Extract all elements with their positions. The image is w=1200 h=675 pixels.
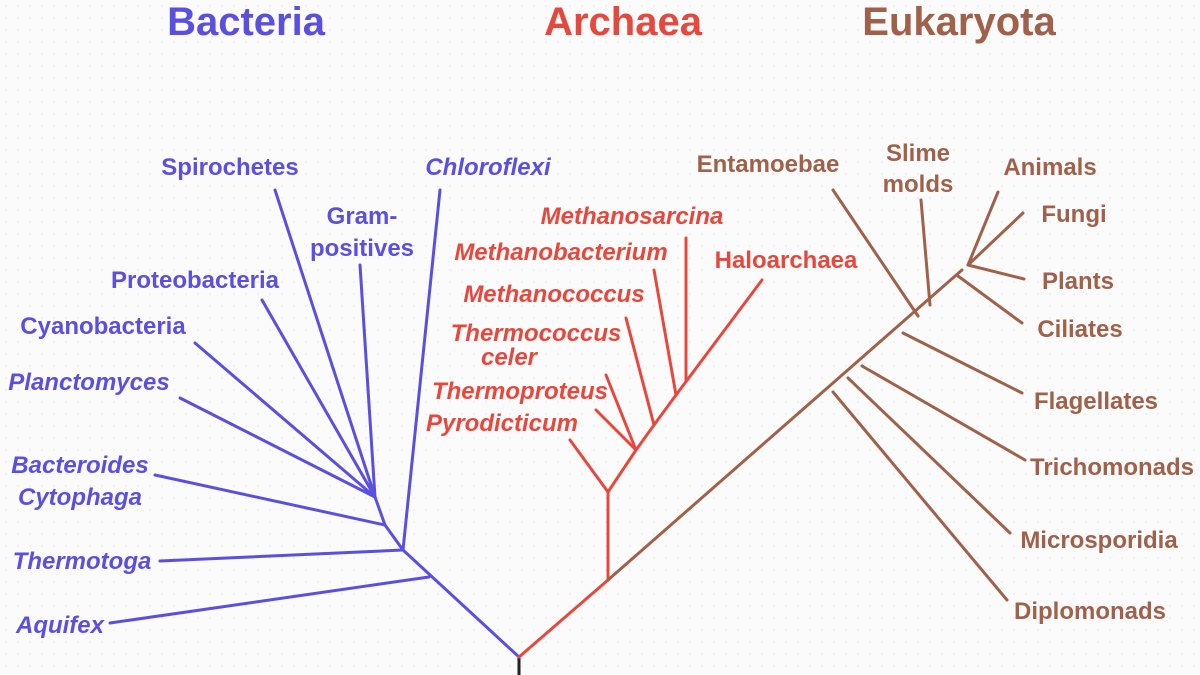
branch-chloroflexi	[401, 188, 442, 552]
eukaryota-branches	[606, 188, 1027, 602]
taxon-slime-molds-line2: molds	[883, 171, 954, 198]
taxon-methanobacterium: Methanobacterium	[454, 239, 667, 266]
branch-gram-positives	[358, 263, 377, 499]
branch-spirochetes	[273, 188, 377, 499]
branch-thermococcus-celer	[604, 373, 638, 452]
branch-bacteroides	[153, 473, 387, 527]
taxon-cyanobacteria: Cyanobacteria	[20, 313, 186, 340]
taxon-slime-molds-line1: Slime	[886, 140, 950, 167]
taxon-flagellates: Flagellates	[1034, 388, 1158, 415]
taxon-thermococcus-celer-line1: Thermococcus	[451, 320, 622, 347]
taxon-haloarchaea: Haloarchaea	[715, 247, 858, 274]
taxon-fungi: Fungi	[1041, 201, 1106, 228]
archaea-labels: Methanosarcina Methanobacterium Methanoc…	[426, 203, 723, 437]
branch-slime-molds	[919, 198, 932, 307]
taxon-gram-positives-line1: Gram-	[327, 203, 398, 230]
taxon-aquifex: Aquifex	[15, 612, 106, 639]
branch-thermotoga	[158, 548, 405, 563]
taxon-thermoproteus: Thermoproteus	[432, 378, 608, 405]
bacteria-upper-trunk	[373, 495, 387, 527]
branch-planctomyces	[178, 396, 377, 499]
taxon-chloroflexi: Chloroflexi	[425, 154, 552, 181]
taxon-diplomonads: Diplomonads	[1014, 598, 1166, 625]
branch-haloarchaea	[674, 278, 764, 397]
taxon-proteobacteria: Proteobacteria	[111, 267, 280, 294]
eukaryota-labels: Entamoebae Slime molds Animals Fungi Pla…	[697, 140, 1194, 625]
branch-diplomonads	[831, 390, 1009, 602]
taxon-animals: Animals	[1003, 154, 1096, 181]
taxon-pyrodicticum: Pyrodicticum	[426, 410, 578, 437]
taxon-thermotoga: Thermotoga	[13, 548, 152, 575]
taxon-thermococcus-celer-line2: celer	[481, 344, 539, 371]
bacteria-inner-trunk	[383, 523, 405, 552]
taxon-plants: Plants	[1042, 268, 1114, 295]
bacteria-branches	[108, 188, 521, 659]
archaea-branches	[517, 236, 764, 659]
taxon-methanosarcina: Methanosarcina	[541, 203, 724, 230]
archaea-split-3	[652, 393, 678, 427]
branch-entamoebae	[831, 188, 920, 318]
eukaryota-title: Eukaryota	[862, 0, 1056, 44]
taxon-ciliates: Ciliates	[1037, 316, 1122, 343]
taxon-spirochetes: Spirochetes	[161, 154, 298, 181]
branch-aquifex	[108, 575, 431, 625]
branch-microsporidia	[846, 376, 1012, 535]
branch-thermoproteus	[594, 408, 638, 452]
branch-ciliates	[956, 274, 1024, 325]
bacteria-main-trunk	[401, 548, 521, 659]
branch-plants	[966, 263, 1026, 281]
taxon-trichomonads: Trichomonads	[1030, 454, 1194, 481]
branch-methanococcus	[624, 316, 656, 427]
taxon-planctomyces: Planctomyces	[8, 369, 169, 396]
branch-animals	[966, 190, 1000, 267]
bacteria-title: Bacteria	[167, 0, 326, 44]
branch-flagellates	[901, 331, 1024, 395]
eukaryota-trunk	[606, 268, 964, 582]
taxon-entamoebae: Entamoebae	[697, 151, 840, 178]
archaea-root-segment	[517, 578, 610, 659]
branch-pyrodicticum	[568, 438, 610, 494]
archaea-split-2	[634, 423, 656, 452]
taxon-gram-positives-line2: positives	[310, 235, 414, 262]
archaea-title: Archaea	[544, 0, 703, 44]
taxon-bacteroides: Bacteroides	[11, 452, 148, 479]
branch-trichomonads	[860, 364, 1027, 462]
taxon-cytophaga: Cytophaga	[18, 484, 142, 511]
bacteria-labels: Spirochetes Chloroflexi Gram- positives …	[8, 154, 552, 639]
branch-fungi	[966, 211, 1025, 267]
taxon-microsporidia: Microsporidia	[1020, 527, 1178, 554]
branch-proteobacteria	[260, 298, 377, 499]
archaea-split-1	[606, 448, 638, 494]
taxon-methanococcus: Methanococcus	[463, 281, 644, 308]
branch-cyanobacteria	[193, 341, 377, 499]
branch-methanobacterium	[652, 268, 678, 397]
